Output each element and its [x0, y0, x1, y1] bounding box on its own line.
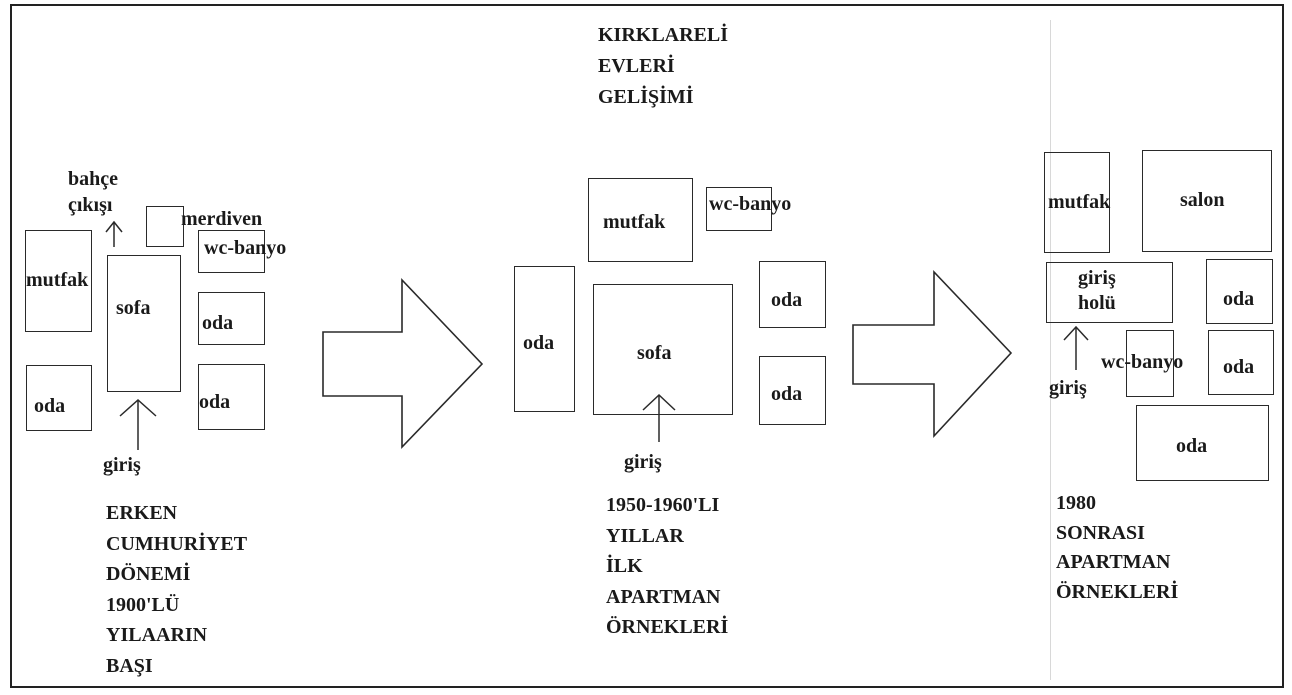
room-label-wc-banyo: wc-banyo	[1101, 351, 1184, 373]
room-oda	[198, 364, 265, 430]
caption-line: İLK	[606, 555, 643, 577]
room-mutfak	[588, 178, 693, 262]
entrance-label: giriş	[624, 451, 662, 473]
room-salon	[1142, 150, 1272, 252]
caption-line: YILAARIN	[106, 624, 208, 646]
bahce-exit-line: çıkışı	[68, 194, 113, 216]
room-label-oda: oda	[1223, 288, 1255, 310]
title-line: EVLERİ	[598, 55, 675, 77]
room-mutfak	[1044, 152, 1110, 253]
entrance-arrow-3-icon	[1063, 325, 1089, 370]
caption-line: 1900'LÜ	[106, 593, 180, 616]
room-label-oda: oda	[34, 395, 66, 417]
panel-caption: 1950-1960'LI YILLAR İLK APARTMAN ÖRNEKLE…	[606, 490, 728, 643]
panel-caption: ERKEN CUMHURİYET DÖNEMİ 1900'LÜ YILAARIN…	[106, 498, 247, 681]
room-label-mutfak: mutfak	[1048, 191, 1111, 213]
entrance-arrow-1-icon	[119, 398, 157, 450]
room-label-mutfak: mutfak	[603, 211, 666, 233]
room-sofa	[593, 284, 733, 415]
room-label-merdiven: merdiven	[181, 208, 263, 230]
room-label-salon: salon	[1180, 189, 1225, 211]
room-label-giris-holu: giriş holü	[1078, 266, 1116, 316]
room-label-sofa: sofa	[116, 297, 151, 319]
room-label-wc-banyo: wc-banyo	[709, 193, 792, 215]
diagram-frame	[10, 4, 1284, 688]
room-oda	[514, 266, 575, 412]
caption-line: 1980	[1056, 492, 1096, 514]
caption-line: BAŞI	[106, 654, 153, 677]
room-oda	[759, 356, 826, 425]
bahce-exit-arrow-icon	[105, 220, 123, 247]
giris-holu-line: giriş	[1078, 267, 1116, 289]
room-merdiven	[146, 206, 184, 247]
room-wc-banyo	[198, 230, 265, 273]
bahce-exit-label: bahçe çıkışı	[68, 166, 118, 218]
entrance-label: giriş	[103, 454, 141, 476]
caption-line: ERKEN	[106, 502, 178, 524]
room-oda	[1206, 259, 1273, 324]
room-wc-banyo	[1126, 330, 1174, 397]
room-label-oda: oda	[202, 312, 234, 334]
entrance-label: giriş	[1049, 377, 1087, 399]
room-label-oda: oda	[523, 332, 555, 354]
caption-line: ÖRNEKLERİ	[1056, 580, 1179, 603]
room-label-oda: oda	[771, 289, 803, 311]
panel-caption: 1980 SONRASI APARTMAN ÖRNEKLERİ	[1056, 489, 1178, 607]
room-mutfak	[25, 230, 92, 332]
block-arrow-2-icon	[852, 269, 1013, 439]
caption-line: YILLAR	[606, 524, 684, 547]
title-line: GELİŞİMİ	[598, 86, 694, 108]
caption-line: 1950-1960'LI	[606, 494, 720, 516]
room-label-sofa: sofa	[637, 342, 672, 364]
scan-fold-line	[1050, 20, 1051, 680]
room-oda	[1208, 330, 1274, 395]
caption-line: DÖNEMİ	[106, 563, 191, 585]
diagram-title: KIRKLARELİ EVLERİ GELİŞİMİ	[598, 20, 728, 113]
caption-line: SONRASI	[1056, 521, 1145, 544]
room-oda	[198, 292, 265, 345]
caption-line: ÖRNEKLERİ	[606, 616, 729, 638]
entrance-arrow-2-icon	[642, 393, 676, 442]
caption-line: APARTMAN	[606, 585, 721, 608]
room-sofa	[107, 255, 181, 392]
room-wc-banyo	[706, 187, 772, 231]
room-giris-holu	[1046, 262, 1173, 323]
block-arrow-1-icon	[322, 278, 484, 449]
room-oda	[26, 365, 92, 431]
room-label-oda: oda	[771, 383, 803, 405]
room-label-oda: oda	[199, 391, 231, 413]
giris-holu-line: holü	[1078, 292, 1116, 314]
title-line: KIRKLARELİ	[598, 24, 729, 46]
room-label-oda: oda	[1176, 435, 1208, 457]
room-label-wc-banyo: wc-banyo	[204, 237, 287, 259]
room-label-mutfak: mutfak	[26, 269, 89, 291]
room-label-oda: oda	[1223, 356, 1255, 378]
room-oda	[1136, 405, 1269, 481]
bahce-exit-line: bahçe	[68, 168, 118, 190]
caption-line: CUMHURİYET	[106, 532, 248, 555]
caption-line: APARTMAN	[1056, 551, 1171, 573]
room-oda	[759, 261, 826, 328]
